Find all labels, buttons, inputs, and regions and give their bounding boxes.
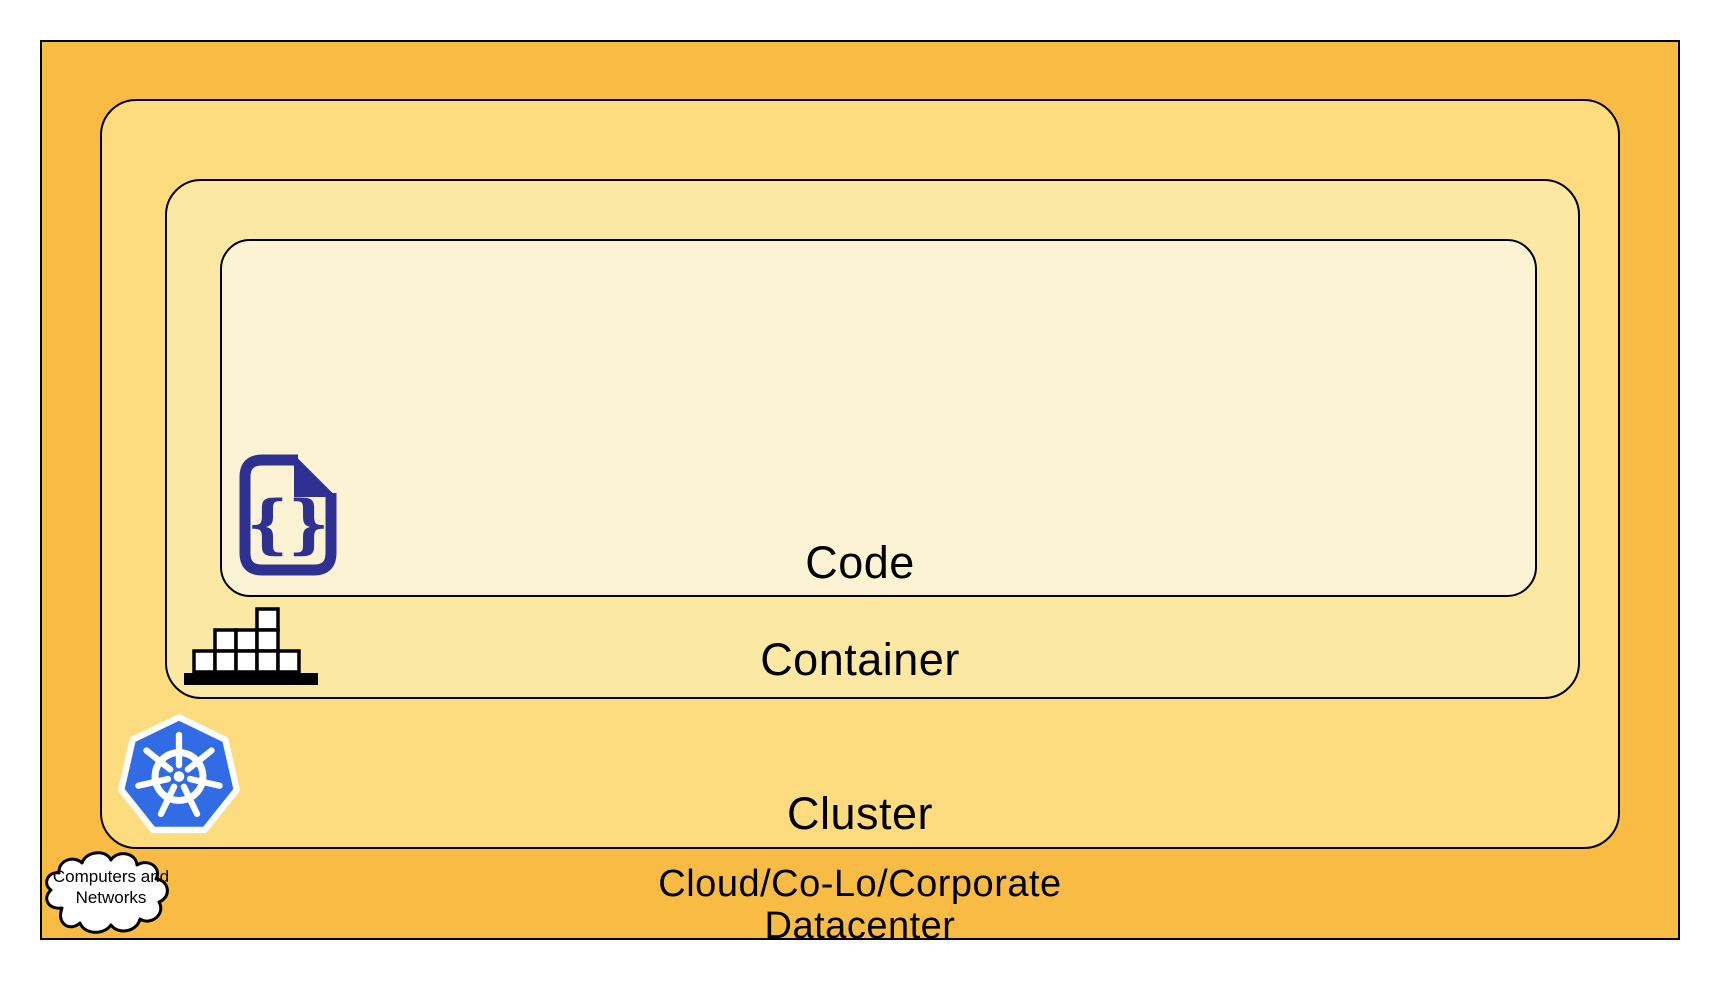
code-layer xyxy=(220,239,1537,597)
computers-networks-cloud-icon xyxy=(45,851,169,934)
datacenter-label-line1: Cloud/Co-Lo/Corporate xyxy=(658,863,1062,905)
code-label: Code xyxy=(805,537,915,588)
network-cloud-label: Computers and Networks xyxy=(44,866,178,909)
container-stack-icon xyxy=(184,607,318,685)
code-file-icon: {} xyxy=(239,454,337,576)
cluster-label: Cluster xyxy=(786,788,934,839)
svg-text:{}: {} xyxy=(247,487,329,562)
datacenter-label: Cloud/Co-Lo/Corporate Datacenter xyxy=(40,863,1680,948)
datacenter-label-line2: Datacenter xyxy=(764,904,956,947)
container-label: Container xyxy=(760,634,960,685)
network-cloud-label-line1: Computers and xyxy=(52,867,170,886)
network-cloud-label-line2: Networks xyxy=(75,888,147,908)
kubernetes-icon xyxy=(118,714,240,834)
